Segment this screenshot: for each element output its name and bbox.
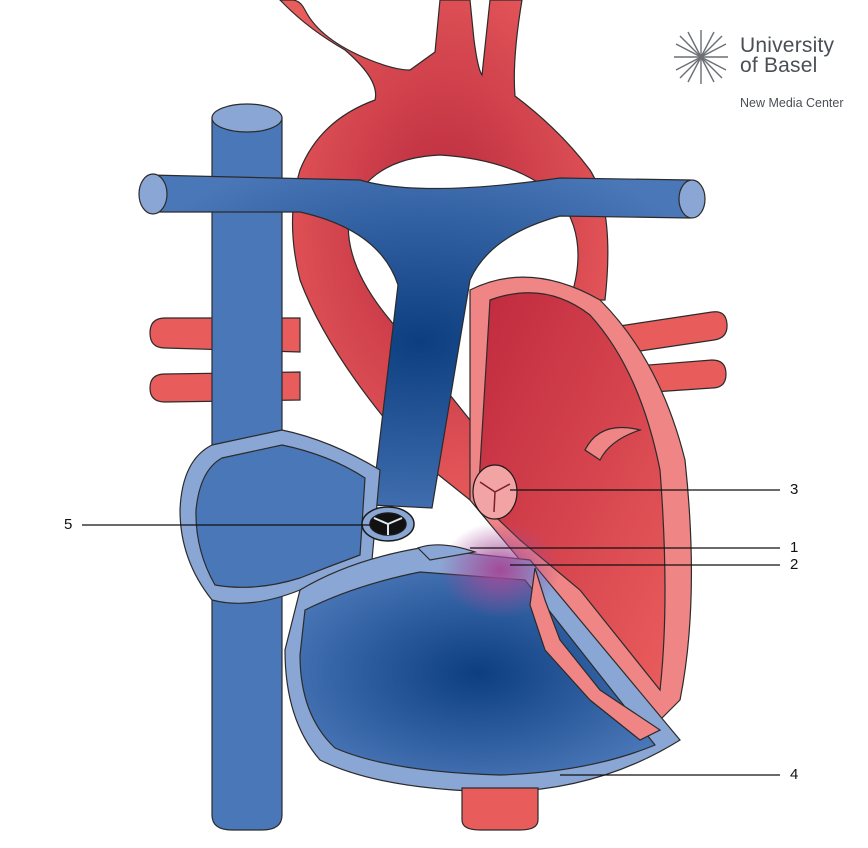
leader-lines	[82, 489, 780, 776]
right-atrium	[179, 429, 381, 604]
university-name-line2: of Basel	[740, 54, 818, 77]
basel-star-icon	[674, 30, 728, 84]
label-3: 3	[790, 481, 799, 498]
label-2: 2	[790, 556, 799, 573]
label-5: 5	[64, 516, 73, 533]
label-4: 4	[790, 766, 799, 783]
descending-aorta-stub	[461, 787, 539, 831]
pulmonary-artery	[138, 173, 706, 509]
department-name: New Media Center	[740, 96, 844, 110]
right-ventricle	[284, 522, 681, 793]
label-1: 1	[790, 539, 799, 556]
university-logo: University of Basel New Media Center	[672, 26, 862, 116]
aorta	[279, 0, 609, 501]
left-ventricle	[469, 276, 693, 741]
university-name-line1: University	[740, 34, 835, 57]
aortic-valve	[472, 464, 518, 520]
university-name: University of Basel	[740, 34, 835, 77]
pulmonary-valve	[361, 506, 415, 542]
septum	[416, 544, 662, 741]
